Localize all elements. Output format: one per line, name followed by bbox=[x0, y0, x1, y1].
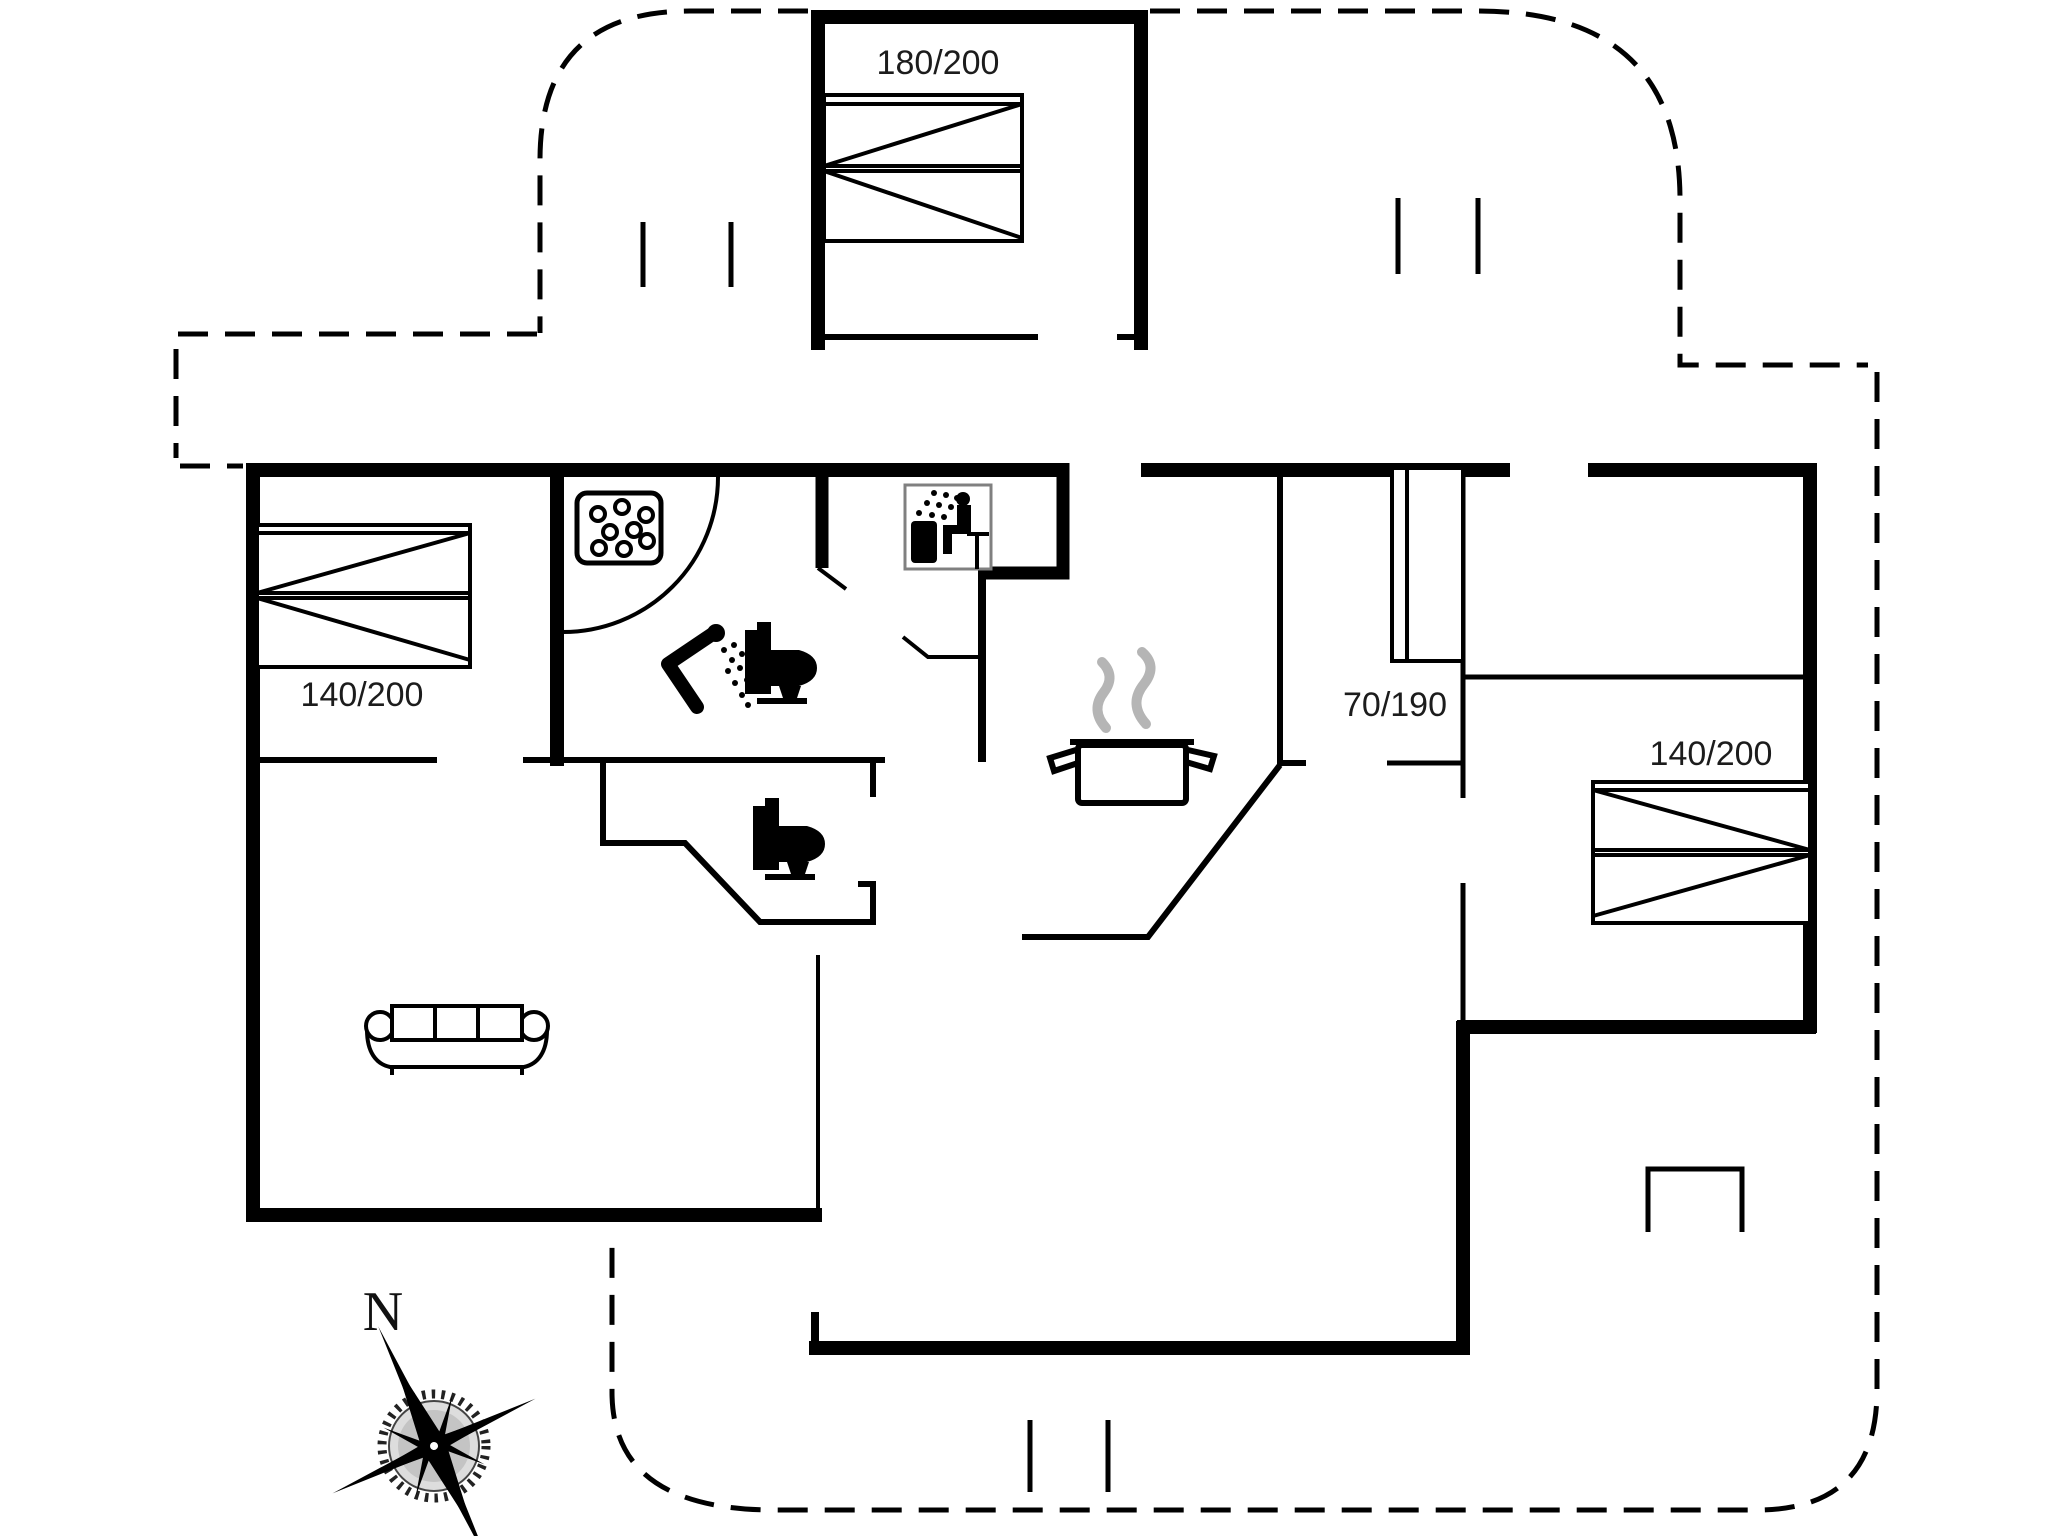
steam-wisp bbox=[1131, 647, 1156, 729]
terrace-outline-right-bottom bbox=[609, 372, 1880, 1513]
shower-drain-icon bbox=[574, 490, 664, 566]
walls-thick bbox=[246, 10, 1817, 1355]
bed-double-left: 140/200 bbox=[255, 523, 472, 714]
single-bed-icon bbox=[1390, 466, 1465, 663]
double-bed-icon bbox=[1591, 780, 1812, 925]
sofa-back bbox=[390, 1004, 524, 1042]
bed-size-label: 180/200 bbox=[877, 44, 1000, 82]
bed-size-label: 140/200 bbox=[1650, 735, 1773, 773]
sauna-icon bbox=[903, 483, 993, 571]
terrace-outline-top-right bbox=[1150, 8, 1868, 368]
bed-double-right: 140/200 bbox=[1591, 735, 1812, 925]
compass-serrated-ring bbox=[377, 1389, 491, 1503]
shower-door-arc bbox=[562, 476, 720, 634]
compass-rose-icon: N bbox=[332, 1281, 536, 1536]
kitchen-diagonal-wall bbox=[1022, 763, 1283, 940]
terrace-markings bbox=[640, 198, 1745, 1492]
cooking-pot-icon bbox=[1046, 647, 1218, 806]
top-bedroom-walls bbox=[811, 10, 1148, 350]
sofa-feet bbox=[390, 1067, 524, 1075]
toilet-icon bbox=[745, 622, 817, 704]
steam-wisp bbox=[1092, 657, 1115, 733]
compass-star bbox=[332, 1326, 536, 1536]
compass-north-label: N bbox=[363, 1281, 403, 1343]
hall-door-leaf bbox=[901, 635, 980, 659]
wc-room-walls bbox=[600, 760, 876, 925]
terrace-outline-top-left bbox=[537, 8, 808, 333]
sofa-arm bbox=[364, 1010, 396, 1042]
sofa-arm bbox=[518, 1010, 550, 1042]
entrance-step bbox=[1645, 1166, 1745, 1232]
terrace-outline-left bbox=[173, 331, 537, 458]
toilet-icon bbox=[753, 798, 825, 880]
sauna-room-walls bbox=[982, 463, 1070, 580]
bed-double-top: 180/200 bbox=[822, 44, 1024, 243]
bathroom-fixtures bbox=[562, 476, 825, 880]
sofa-icon bbox=[364, 1004, 550, 1075]
pot-handle-left bbox=[1046, 747, 1079, 775]
sofa-cushion-lines bbox=[392, 1006, 522, 1042]
bed-single: 70/190 bbox=[1343, 466, 1465, 724]
bed-size-label: 70/190 bbox=[1343, 686, 1447, 724]
bed-size-label: 140/200 bbox=[301, 676, 424, 714]
terrace-dashed-outline bbox=[173, 8, 1880, 1513]
pot-handle-right bbox=[1185, 747, 1218, 773]
pot-body bbox=[1075, 742, 1189, 806]
bathroom-door-leaf bbox=[816, 566, 848, 591]
kitchen-east-wall bbox=[1277, 474, 1306, 766]
